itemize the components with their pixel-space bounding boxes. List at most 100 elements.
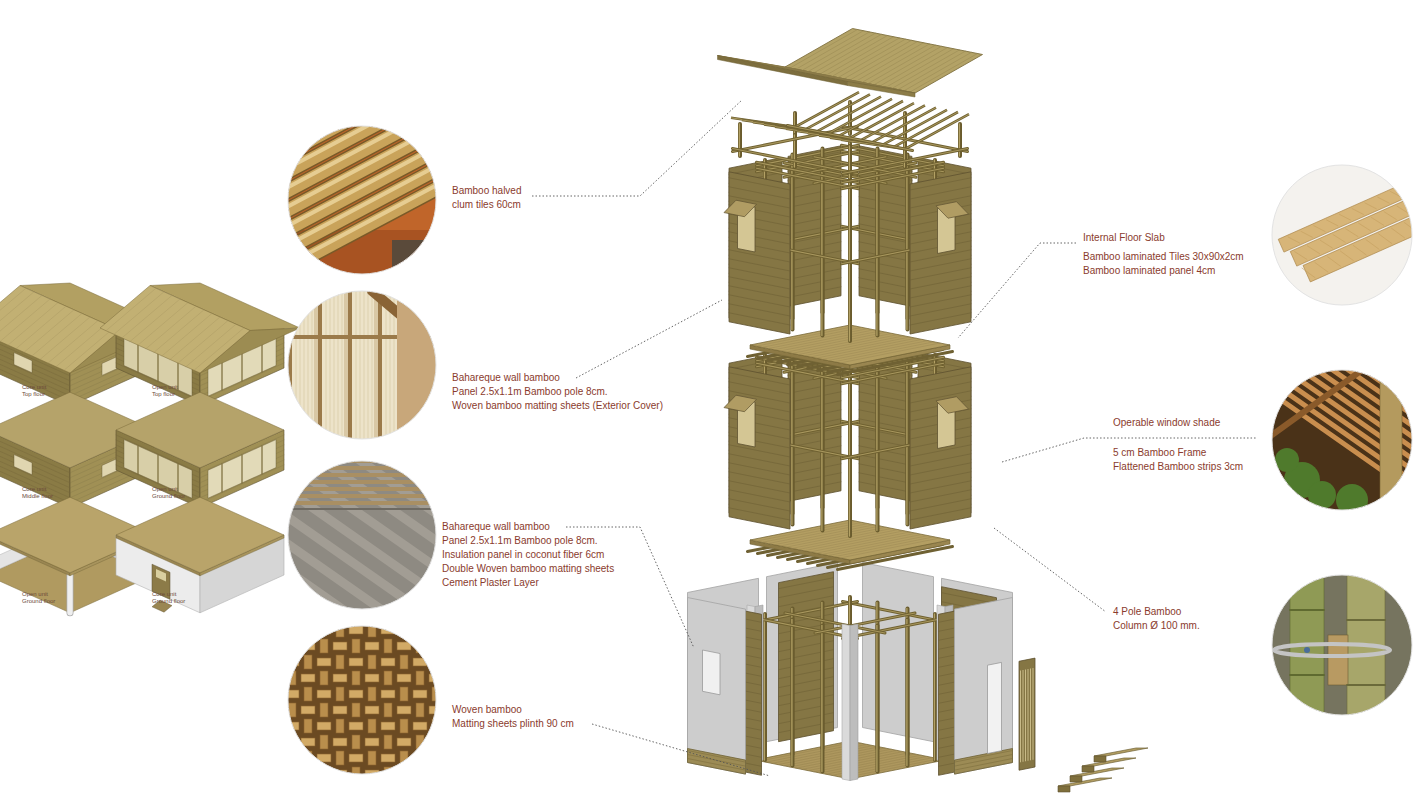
stair-tread [1070, 768, 1124, 776]
bamboo-pole [791, 166, 792, 330]
node [1290, 674, 1324, 676]
wall-panel [955, 598, 1013, 775]
bamboo-beam [843, 149, 968, 174]
photo-part [384, 703, 392, 717]
weave-line [368, 291, 369, 439]
plank-grain [1379, 231, 1392, 247]
callout-label: Bamboo laminated panel 4cm [1083, 264, 1215, 278]
door-slat [1020, 671, 1021, 762]
photo-part [352, 735, 360, 749]
plank-grain [1320, 237, 1332, 251]
photo-part [445, 786, 459, 794]
wall-texture [779, 578, 834, 589]
wall-texture [779, 713, 834, 724]
unit-caption: Open unit Ground floor [22, 591, 55, 605]
roof-line [56, 324, 106, 367]
roof-tile-line [856, 43, 924, 81]
plaster-band [225, 473, 467, 643]
wall-texture [779, 659, 834, 670]
photo-part [400, 783, 408, 797]
roof-tile-line [904, 52, 972, 91]
deck-line [828, 536, 928, 556]
wall-texture [788, 260, 841, 271]
wall-texture [729, 481, 790, 493]
bamboo-pole [906, 620, 907, 766]
wall-texture [859, 401, 912, 412]
roof-tile-line [832, 38, 900, 77]
bamboo-beam [788, 126, 913, 151]
wall-texture [910, 472, 971, 484]
wall-texture [859, 215, 912, 226]
weave-line [334, 291, 335, 439]
wall-texture [859, 188, 912, 199]
plank-grain [1378, 194, 1389, 206]
weave-line [296, 291, 297, 439]
deck-line [760, 742, 855, 761]
wall-texture [729, 472, 790, 484]
stair-riser [1058, 786, 1070, 792]
plank-grain [1339, 211, 1350, 223]
photo-part [317, 690, 331, 698]
wall-panel [688, 598, 746, 775]
deck-line [840, 343, 940, 363]
roof-line [130, 299, 180, 342]
bamboo-strip [288, 466, 436, 470]
mullion [137, 344, 138, 372]
bamboo-pole [821, 172, 822, 336]
wall-texture [788, 287, 841, 298]
callout-label: Panel 2.5x1.1m Bamboo pole 8cm. [452, 385, 608, 399]
photo-part [336, 751, 344, 765]
plank-grain [1392, 225, 1405, 241]
bamboo-beam [788, 126, 913, 151]
detail-photo [288, 291, 437, 439]
photo-part [445, 754, 459, 762]
bamboo-beam [733, 149, 858, 174]
photo-part [448, 735, 456, 749]
roof-tile-line [910, 54, 978, 93]
photo-part [448, 767, 456, 781]
bamboo-pole [876, 172, 880, 336]
roof-line [48, 321, 98, 364]
window-shade [724, 200, 757, 217]
wall-texture [859, 482, 912, 493]
wall-texture [859, 278, 912, 289]
stair-tread [1058, 778, 1112, 786]
roof-tile-line [790, 30, 858, 69]
photo-part [1272, 575, 1412, 715]
photo-part [448, 671, 456, 685]
photo-part [368, 783, 376, 797]
bamboo-pole [933, 614, 937, 760]
door-slat [1025, 670, 1026, 761]
wall-texture [788, 401, 841, 412]
bamboo-pole [876, 172, 877, 336]
wall-panel [767, 563, 838, 742]
window [14, 455, 32, 475]
slab-top [116, 497, 284, 573]
roof-line [138, 303, 188, 346]
wall-texture [788, 188, 841, 199]
wall-texture [779, 704, 834, 715]
photo-part [413, 786, 427, 794]
bamboo-strip [288, 501, 436, 505]
wall-texture [910, 313, 971, 325]
mullion [241, 455, 242, 483]
weave-line [390, 291, 391, 439]
photo-part [317, 626, 331, 634]
weave-line [338, 291, 339, 439]
photo-part [352, 639, 360, 653]
photo-part [336, 719, 344, 733]
photo-part [384, 671, 392, 685]
leader-line [1002, 438, 1256, 462]
door-slat [1030, 669, 1031, 760]
leader-line [592, 724, 770, 776]
node [1347, 619, 1385, 621]
bamboo-pole [764, 614, 765, 760]
photo-part [413, 626, 427, 634]
bamboo-pole [849, 372, 850, 536]
photo-part [292, 291, 314, 439]
plaster-edge [288, 508, 436, 510]
callout-label: 4 Pole Bamboo Column Ø 100 mm. [1113, 605, 1200, 633]
stair-tread [1094, 748, 1148, 756]
plank-grain [1359, 220, 1371, 234]
